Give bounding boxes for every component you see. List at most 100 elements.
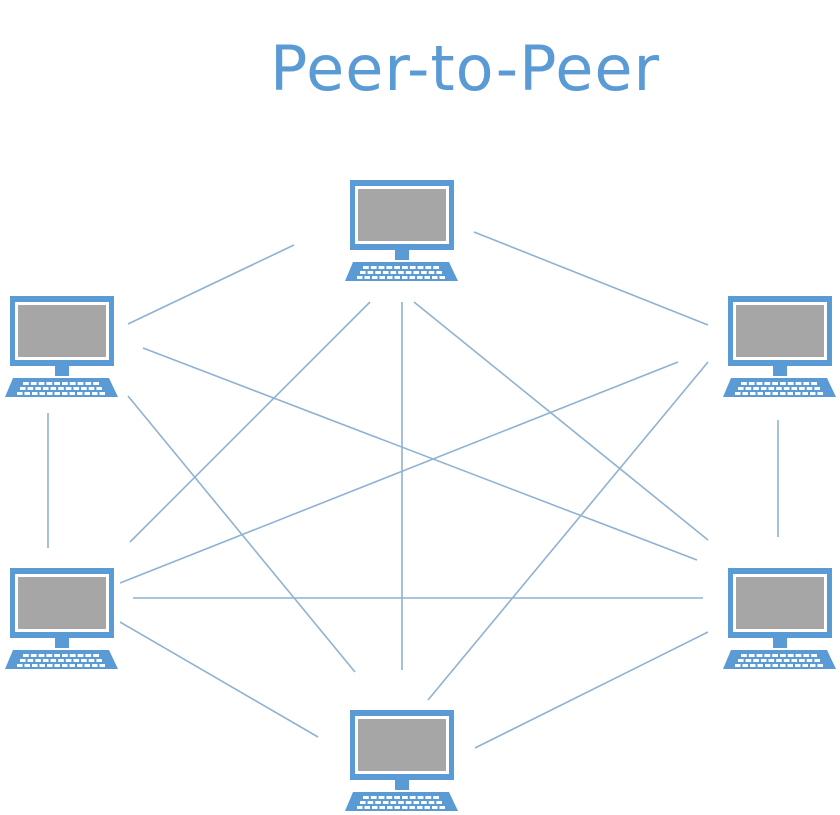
keyboard-key: [817, 392, 823, 395]
keyboard-key: [425, 266, 432, 269]
keyboard-key: [787, 664, 793, 667]
keyboard-key: [24, 664, 30, 667]
keyboard-key: [46, 382, 53, 385]
keyboard-key: [402, 796, 408, 799]
monitor-stand: [55, 638, 69, 648]
keyboard-key: [735, 664, 741, 667]
keyboard-key: [99, 392, 105, 395]
keyboard-key: [379, 276, 385, 279]
computer-icon: [723, 296, 836, 397]
keyboard-key: [439, 276, 445, 279]
keyboard-key: [54, 392, 60, 395]
keyboard-key: [768, 659, 775, 662]
monitor-screen: [358, 189, 446, 241]
keyboard-key: [760, 387, 767, 390]
keyboard-key: [802, 664, 808, 667]
keyboard-key: [73, 659, 80, 662]
keyboard-key: [436, 271, 442, 274]
keyboard-key: [405, 271, 412, 274]
keyboard-key: [811, 382, 817, 385]
link-top-lower-right: [413, 301, 709, 541]
keyboard-key: [394, 806, 400, 809]
keyboard-key: [363, 266, 369, 269]
keyboard-key: [424, 276, 430, 279]
keyboard-key: [39, 664, 45, 667]
keyboard-key: [780, 654, 786, 657]
keyboard-key: [742, 392, 748, 395]
link-top-upper-right: [473, 231, 709, 326]
keyboard-key: [85, 654, 92, 657]
keyboard-key: [764, 382, 771, 385]
keyboard-key: [810, 664, 816, 667]
link-upper-right-lower-left: [119, 361, 679, 584]
keyboard-key: [748, 654, 755, 657]
keyboard-key: [77, 654, 84, 657]
keyboard-key: [795, 664, 801, 667]
keyboard-key: [382, 801, 389, 804]
keyboard-key: [417, 796, 424, 799]
keyboard-key: [735, 392, 741, 395]
keyboard-key: [77, 382, 84, 385]
keyboard-key: [760, 659, 767, 662]
keyboard-key: [32, 664, 38, 667]
keyboard-key: [372, 806, 378, 809]
keyboard-key: [394, 796, 400, 799]
keyboard-key: [417, 276, 423, 279]
keyboard-key: [93, 382, 99, 385]
keyboard-key: [58, 659, 64, 662]
keyboard-key: [803, 654, 810, 657]
computer-icon: [5, 568, 118, 669]
link-top-lower-left: [129, 301, 371, 543]
keyboard-key: [38, 654, 45, 657]
keyboard-key: [402, 806, 408, 809]
monitor-screen: [18, 305, 106, 357]
keyboard-key: [811, 654, 817, 657]
keyboard-key: [47, 392, 53, 395]
keyboard-key: [364, 276, 370, 279]
keyboard-key: [803, 382, 810, 385]
keyboard-key: [421, 271, 427, 274]
keyboard-key: [753, 659, 759, 662]
keyboard-key: [375, 801, 381, 804]
keyboard-key: [24, 392, 30, 395]
keyboard-key: [405, 801, 412, 804]
computer-icon: [345, 180, 458, 281]
keyboard-key: [360, 271, 366, 274]
keyboard-key: [99, 664, 105, 667]
keyboard-key: [382, 271, 389, 274]
keyboard-key: [402, 266, 408, 269]
keyboard-key: [23, 654, 29, 657]
computer-icon: [723, 568, 836, 669]
keyboard-key: [27, 387, 34, 390]
keyboard-key: [39, 392, 45, 395]
keyboard-key: [379, 806, 385, 809]
monitor-stand: [773, 366, 787, 376]
keyboard-key: [93, 654, 99, 657]
keyboard-key: [810, 392, 816, 395]
keyboard-key: [17, 392, 23, 395]
keyboard-key: [47, 664, 53, 667]
keyboard-key: [432, 806, 438, 809]
keyboard-key: [806, 387, 813, 390]
keyboard-key: [50, 387, 57, 390]
keyboard-key: [787, 654, 794, 657]
keyboard-key: [23, 382, 29, 385]
keyboard-key: [73, 387, 80, 390]
keyboard-key: [398, 801, 404, 804]
keyboard-key: [81, 387, 87, 390]
keyboard-key: [768, 387, 775, 390]
keyboard-key: [421, 801, 427, 804]
keyboard-key: [386, 266, 393, 269]
keyboard-key: [357, 806, 363, 809]
keyboard-key: [780, 664, 786, 667]
keyboard-key: [81, 659, 87, 662]
keyboard-key: [783, 659, 790, 662]
keyboard-key: [772, 392, 778, 395]
keyboard-key: [357, 276, 363, 279]
monitor-screen: [736, 577, 824, 629]
keyboard-key: [42, 659, 49, 662]
keyboard-key: [433, 266, 439, 269]
keyboard-key: [387, 276, 393, 279]
keyboard-key: [96, 387, 102, 390]
link-lower-right-bottom: [474, 631, 709, 749]
